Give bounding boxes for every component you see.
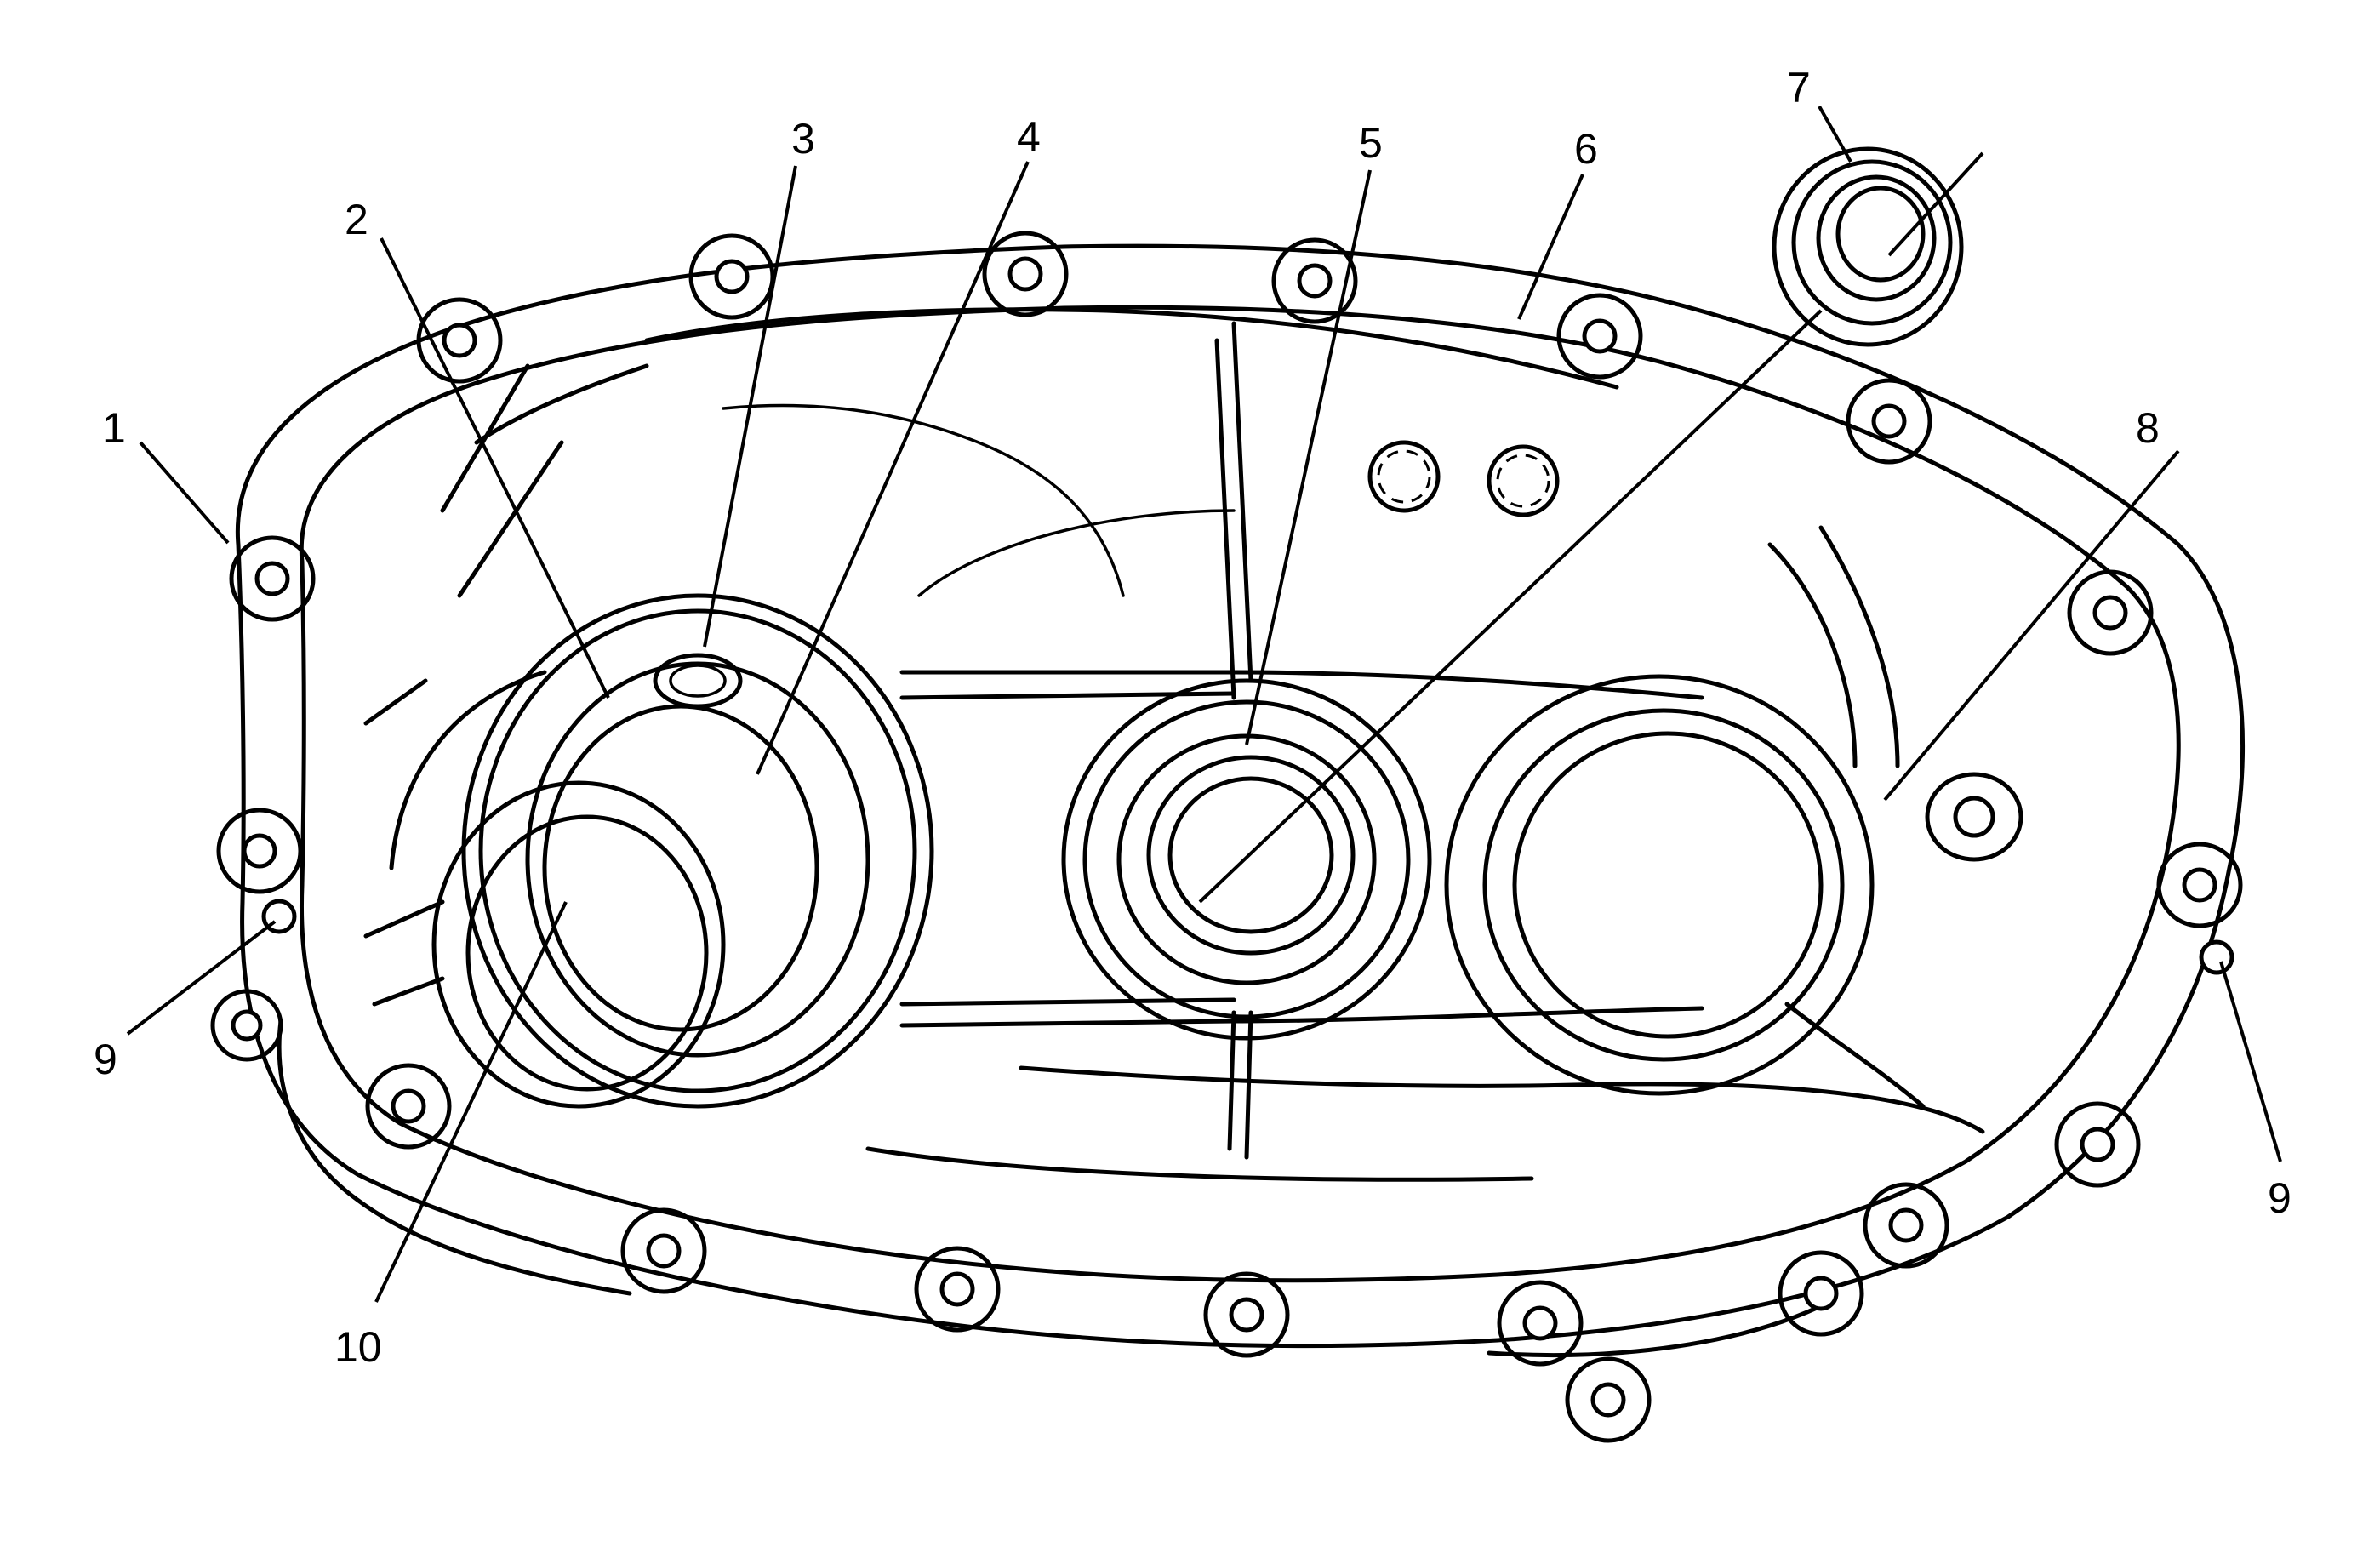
- callout-4: 4: [1017, 113, 1041, 161]
- leader-7: [1818, 106, 1852, 163]
- leader-9-right: [2219, 961, 2282, 1162]
- callouts: 1 2 3 4 5 6 7 8 9 9 10: [94, 64, 2292, 1371]
- leader-3: [703, 165, 797, 648]
- leader-5: [1245, 169, 1372, 745]
- housing-cavity: [363, 307, 1985, 1182]
- rear-output-bore: [389, 593, 934, 1109]
- dowel-pins: [261, 899, 2234, 975]
- leader-8: [1883, 449, 2180, 802]
- bolt-holes: [210, 231, 2243, 1443]
- callout-10: 10: [334, 1323, 382, 1371]
- leader-lines: [126, 106, 2282, 1303]
- oil-seal: [1772, 146, 1964, 347]
- callout-6: 6: [1574, 125, 1598, 173]
- callout-3: 3: [791, 115, 815, 163]
- callout-2: 2: [345, 196, 368, 243]
- callout-5: 5: [1359, 119, 1383, 167]
- leader-1: [139, 441, 230, 545]
- right-bore: [1444, 674, 2023, 1096]
- leader-9-left: [126, 920, 277, 1036]
- leader-10: [374, 901, 568, 1303]
- callout-1: 1: [102, 404, 126, 452]
- callout-9-left: 9: [94, 1036, 117, 1083]
- callout-9-right: 9: [2268, 1174, 2292, 1222]
- vent-bosses: [1367, 440, 1560, 517]
- leader-7b: [1887, 151, 1984, 257]
- leader-seal-to-bore: [1198, 309, 1823, 904]
- callout-8: 8: [2136, 404, 2160, 452]
- leader-6: [1517, 174, 1584, 320]
- leader-2: [380, 237, 610, 699]
- leader-4: [756, 161, 1030, 775]
- callout-7: 7: [1787, 64, 1811, 111]
- front-output-bore: [1061, 678, 1432, 1041]
